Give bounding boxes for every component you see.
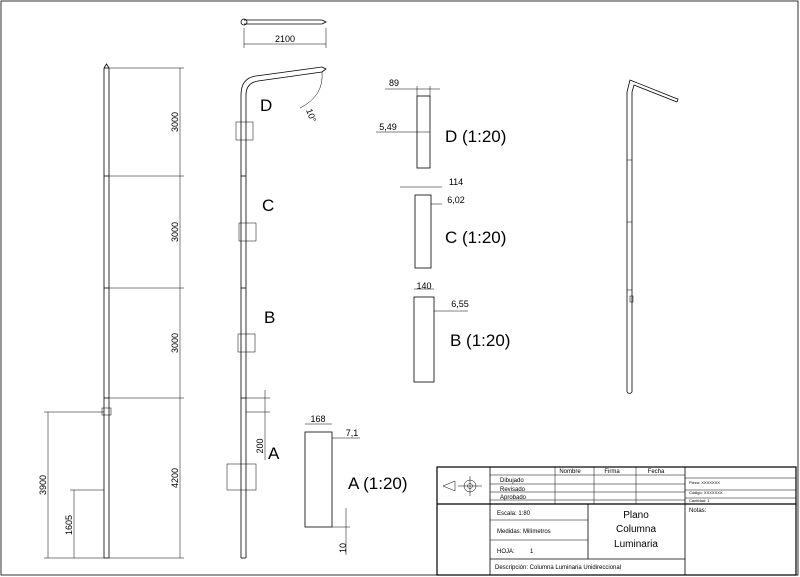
dim-a-thickness: 7,1 [346,428,359,438]
arm-angle-arc [299,71,323,109]
pole-side-view [226,66,327,559]
tb-code-2: Código: XXXXXXX [689,490,723,495]
dim-d-width: 89 [389,78,399,88]
section-detail-d [376,86,440,169]
dim-height-2: 3000 [170,222,180,242]
tb-code-1: Pieza: XXXXXXX [689,480,720,485]
section-letter-b: B [264,308,275,327]
dim-arm-angle: 10° [304,107,318,124]
section-marker-d [235,121,254,141]
dim-total-height: 3900 [38,475,48,495]
door-opening [101,407,112,416]
tb-code-3: Cantidad: 1 [689,498,710,503]
tb-row-drawn: Dibujado [500,478,524,484]
section-marker-b [237,333,256,353]
pole-isometric-view [626,79,679,394]
tb-sheet-number: 1 [530,549,534,555]
section-detail-b [413,288,468,383]
tb-units: Medidas: Milímetros [497,529,551,535]
arm [240,66,323,96]
dim-d-thickness: 5,49 [379,122,397,132]
tb-notes: Notas: [689,508,707,514]
base-dimension-lines [246,390,270,460]
tb-col-date: Fecha [648,469,665,475]
section-title-b: B (1:20) [450,331,510,350]
tb-title-line1: Plano [623,510,649,521]
tb-scale: Escala: 1:80 [497,511,531,517]
section-title-a: A (1:20) [348,474,408,493]
tb-col-signature: Firma [604,469,620,475]
dim-base-gap: 10 [338,543,348,553]
dim-height-1: 3000 [170,112,180,132]
tb-title-line2: Columna [616,524,656,535]
tb-sheet-label: HOJA: [497,549,515,555]
section-marker-c [238,222,257,242]
title-block [436,466,797,576]
dim-base-offset: 200 [255,438,265,453]
tb-row-reviewed: Revisado [500,487,526,493]
tb-col-name: Nombre [559,469,581,475]
dim-c-width: 114 [449,177,463,187]
tb-description: Descripción: Columna Luminaria Unidirecc… [495,565,621,571]
section-title-d: D (1:20) [445,127,506,146]
dim-c-thickness: 6,02 [447,195,465,205]
dim-height-4: 4200 [170,468,180,488]
section-letter-c: C [262,196,274,215]
pole-front-view [101,63,112,559]
arm-top-view [240,18,327,48]
tb-title-line3: Luminaria [614,539,658,550]
section-title-c: C (1:20) [445,228,506,247]
dim-arm-length: 2100 [275,34,295,44]
dim-b-thickness: 6,55 [451,299,469,309]
section-letter-a: A [268,444,280,463]
dim-b-width: 140 [416,281,431,291]
section-detail-a [304,423,360,555]
section-detail-c [400,186,442,269]
height-extension-lines [44,67,184,559]
section-letter-d: D [260,96,272,115]
dim-door-height: 1605 [64,515,74,535]
section-marker-a [226,463,257,491]
dim-a-width: 168 [310,414,325,424]
tb-row-approved: Aprobado [500,495,527,501]
dim-height-3: 3000 [170,333,180,353]
